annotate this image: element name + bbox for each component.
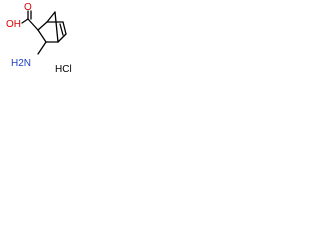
bond-carbonyl-oh <box>21 18 29 24</box>
molecule-structure: O OH H2N HCl <box>6 2 72 75</box>
amine-label: H2N <box>11 58 31 69</box>
oxygen-label-top: O <box>24 2 32 13</box>
bond-c2-carbonyl <box>27 18 39 31</box>
bond-c1-bridge <box>46 11 56 23</box>
salt-label: HCl <box>55 64 72 75</box>
bond-c1-c2 <box>37 21 48 31</box>
bond-c4-c5 <box>57 33 67 43</box>
bond-c5-c6-double-a <box>62 21 67 35</box>
bond-c2-c3 <box>37 29 47 43</box>
bond-c3-amine <box>37 41 47 55</box>
hydroxyl-label: OH <box>6 19 21 30</box>
bond-c5-c6-double-b <box>59 23 64 36</box>
bond-bridge-c4 <box>54 11 59 43</box>
